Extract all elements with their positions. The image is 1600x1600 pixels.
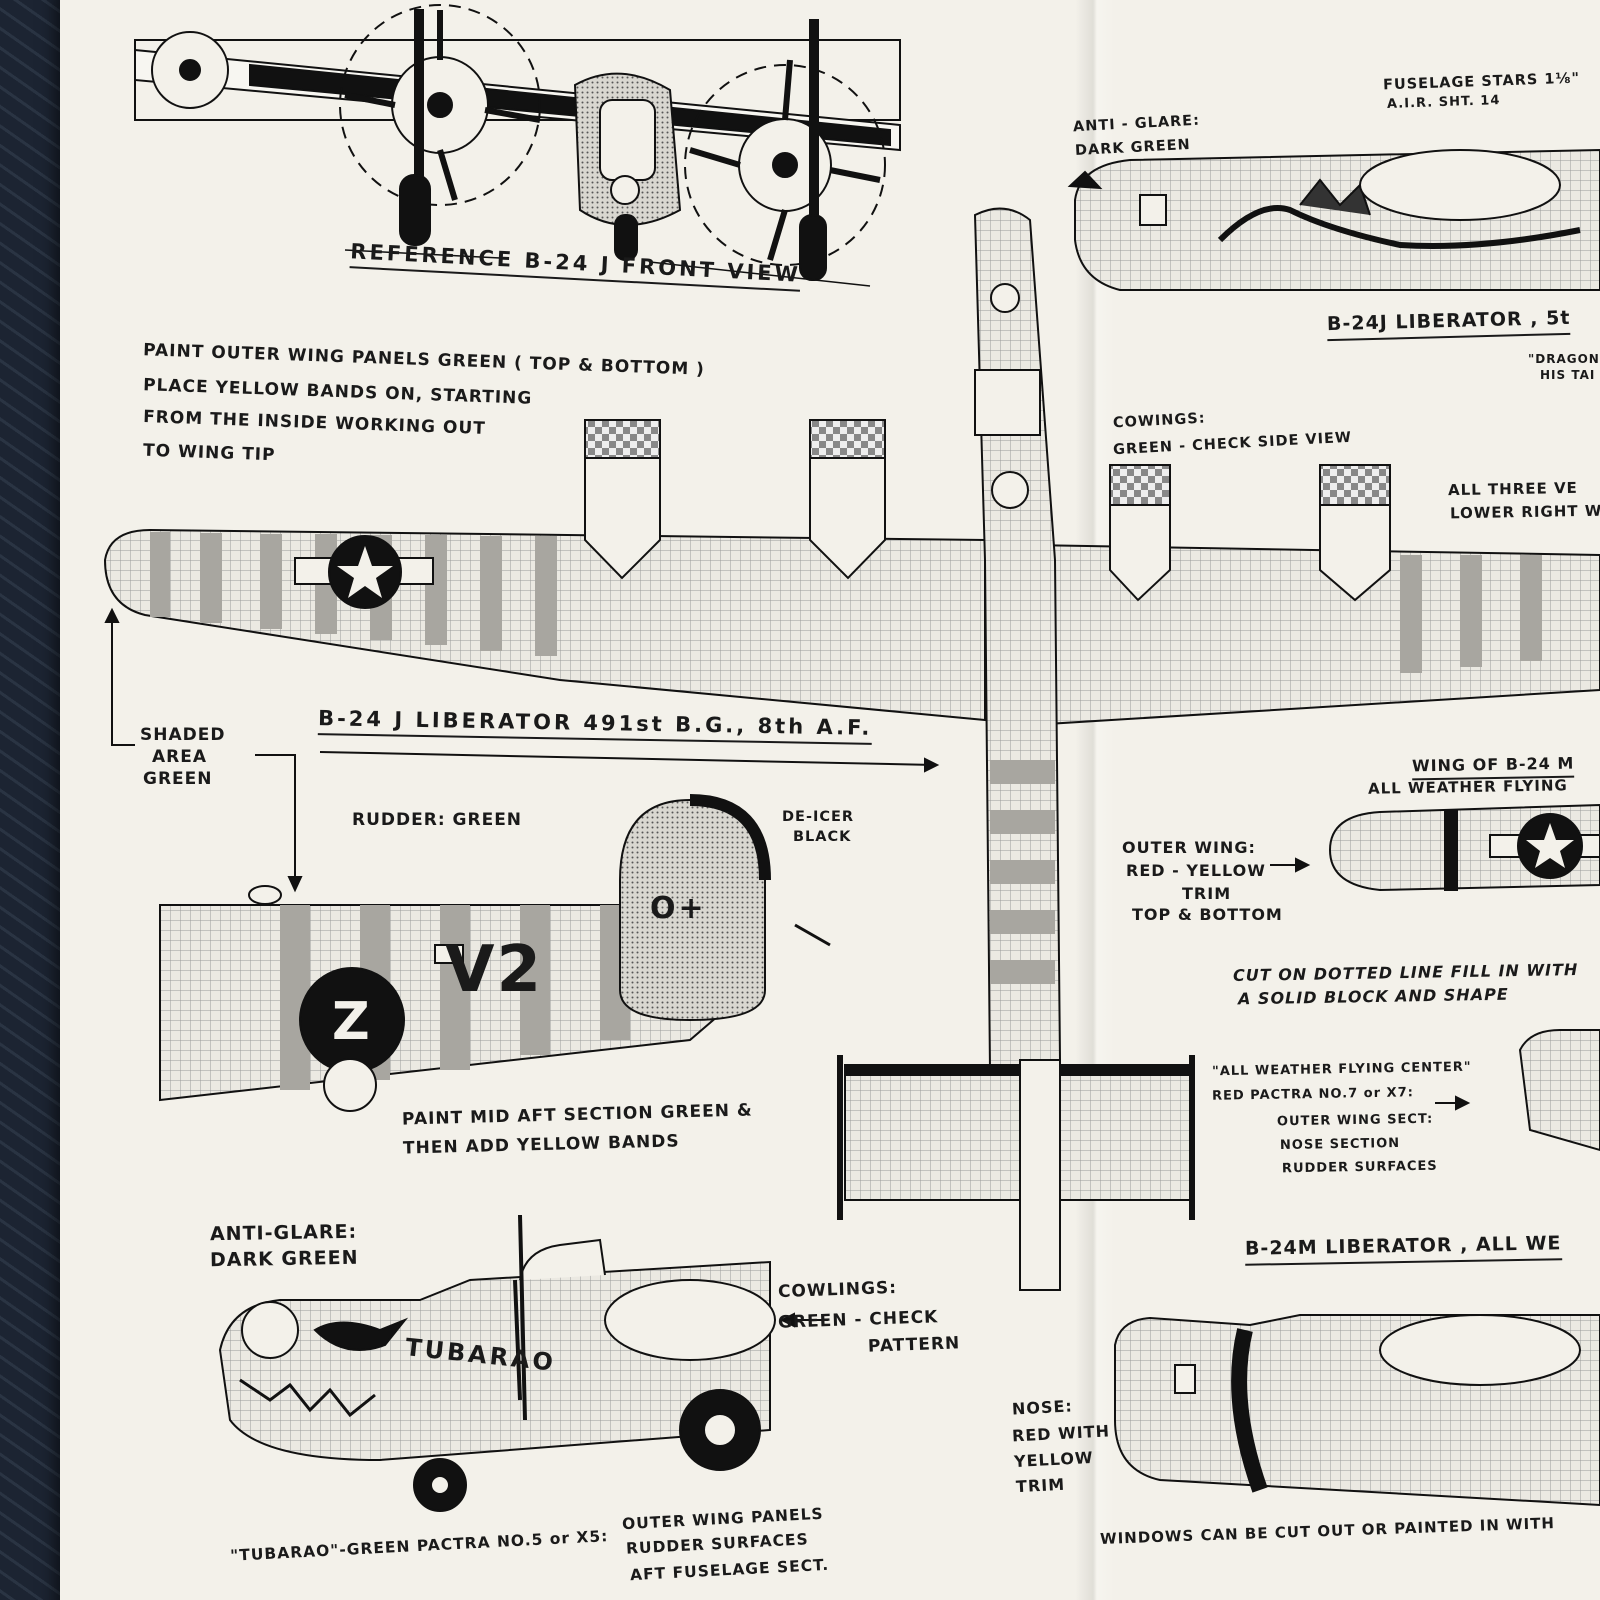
top-view-plan-drawing: [103, 207, 1600, 1291]
code-v2-marking: V2: [445, 933, 544, 1007]
antiglare-label-1: ANTI-GLARE:: [209, 1220, 358, 1246]
cowlings-label-1: COWLINGS:: [777, 1277, 898, 1303]
deicer-label-1: DE-ICER: [782, 809, 855, 825]
shaded-area-label-1: SHADED: [140, 725, 226, 745]
rudder-label: RUDDER: GREEN: [352, 810, 523, 830]
awfc-note-4: NOSE SECTION: [1279, 1135, 1401, 1154]
tail-side-view-drawing: [159, 751, 940, 1112]
antiglare-label-2: DARK GREEN: [209, 1246, 359, 1272]
all-three-note-2: LOWER RIGHT W: [1449, 501, 1600, 523]
wing-b24m-title-2: ALL WEATHER FLYING: [1367, 776, 1568, 798]
code-o-marking: O+: [650, 891, 707, 926]
outer-wing-note-4: TOP & BOTTOM: [1132, 905, 1283, 924]
dragon-nose-drawing: [1067, 148, 1600, 291]
tubarao-nose-drawing: [218, 1214, 828, 1512]
shaded-area-label-2: AREA: [152, 747, 208, 767]
b24m-title: B-24M LIBERATOR , ALL WE: [1244, 1232, 1562, 1266]
b24m-nose-drawing: [1114, 1029, 1600, 1507]
nose-note-3: YELLOW: [1013, 1447, 1095, 1472]
outer-wing-note-3: TRIM: [1182, 884, 1232, 903]
front-view-drawing: [134, 4, 901, 287]
nose-note-1: NOSE:: [1011, 1396, 1074, 1419]
outer-wing-note-2: RED - YELLOW: [1126, 861, 1266, 880]
deicer-label-2: BLACK: [793, 829, 852, 845]
all-three-note-1: ALL THREE VE: [1447, 478, 1578, 500]
awfc-note-3: OUTER WING SECT:: [1276, 1111, 1434, 1130]
nose-note-4: TRIM: [1015, 1474, 1066, 1497]
cowlings-label-3: PATTERN: [867, 1333, 961, 1357]
outer-wing-note-1: OUTER WING:: [1122, 838, 1256, 857]
dragon-note-2: HIS TAI: [1540, 368, 1596, 382]
b24m-wing-drawing: [1270, 803, 1600, 892]
awfc-note-5: RUDDER SURFACES: [1281, 1158, 1438, 1177]
code-z-marking: Z: [332, 992, 373, 1052]
dragon-note-1: "DRAGON: [1528, 352, 1600, 366]
shaded-area-label-3: GREEN: [143, 769, 213, 789]
